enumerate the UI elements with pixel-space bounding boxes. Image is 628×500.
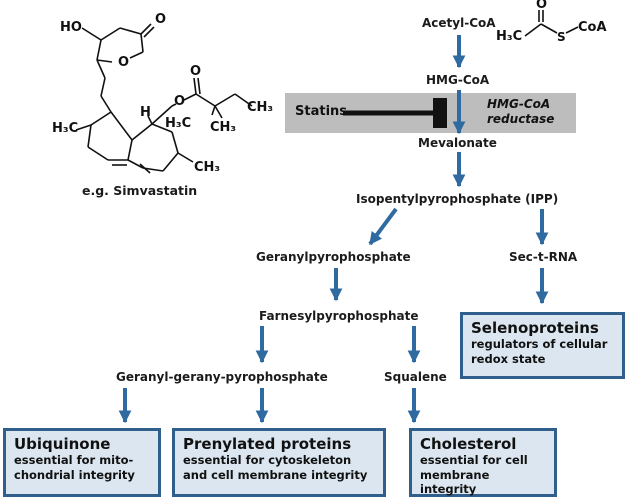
selenoproteins-title: Selenoproteins bbox=[471, 319, 599, 337]
prenylated-proteins-desc-line2: and cell membrane integrity bbox=[183, 467, 368, 482]
cholesterol-desc-line2: membrane integrity bbox=[420, 467, 490, 497]
ubiquinone-desc-line2: chondrial integrity bbox=[14, 467, 135, 482]
simvastatin-o-ketone: O bbox=[155, 12, 167, 27]
prenylated-proteins-title: Prenylated proteins bbox=[183, 435, 352, 453]
ubiquinone-title: Ubiquinone bbox=[14, 435, 111, 453]
inhibitor-block bbox=[433, 98, 447, 128]
simvastatin-caption: e.g. Simvastatin bbox=[82, 183, 198, 198]
simvastatin-ch3-mid: CH₃ bbox=[210, 120, 237, 135]
box-cholesterol: Cholesterol essential for cell membrane … bbox=[409, 428, 557, 497]
simvastatin-h3c-mid: H₃C bbox=[165, 116, 192, 131]
label-hmg-coa: HMG-CoA bbox=[426, 73, 490, 87]
box-ubiquinone: Ubiquinone essential for mito- chondrial… bbox=[3, 428, 161, 497]
label-sec-trna: Sec-t-RNA bbox=[509, 250, 578, 264]
simvastatin-ch3-top: CH₃ bbox=[247, 100, 274, 115]
simvastatin-ch3-bottom: CH₃ bbox=[194, 160, 221, 175]
cholesterol-title: Cholesterol bbox=[420, 435, 517, 453]
simvastatin-h3c-left: H₃C bbox=[52, 121, 79, 136]
acetyl-struct-coa: CoA bbox=[578, 20, 607, 35]
label-squalene: Squalene bbox=[384, 370, 447, 384]
box-selenoproteins: Selenoproteins regulators of cellular re… bbox=[460, 312, 625, 379]
selenoproteins-desc-line1: regulators of cellular bbox=[471, 337, 608, 351]
arrow-ipp-to-gpp bbox=[368, 207, 398, 246]
simvastatin-ho: HO bbox=[60, 20, 82, 35]
box-prenylated-proteins: Prenylated proteins essential for cytosk… bbox=[172, 428, 386, 497]
acetyl-struct-s: S bbox=[557, 30, 566, 44]
label-acetyl-coa: Acetyl-CoA bbox=[422, 16, 496, 30]
simvastatin-structure bbox=[75, 23, 253, 174]
label-ggpp: Geranyl-gerany-pyrophosphate bbox=[116, 370, 328, 384]
acetyl-coa-structure bbox=[524, 10, 579, 37]
selenoproteins-desc-line2: redox state bbox=[471, 351, 546, 366]
label-gpp: Geranylpyrophosphate bbox=[256, 250, 411, 264]
label-mevalonate: Mevalonate bbox=[418, 136, 497, 150]
acetyl-struct-ch3: H₃C bbox=[496, 29, 523, 44]
label-fpp: Farnesylpyrophosphate bbox=[259, 309, 419, 323]
enzyme-label-line2: reductase bbox=[487, 112, 555, 126]
simvastatin-o-ester: O bbox=[174, 94, 186, 109]
simvastatin-o-carbonyl: O bbox=[190, 64, 202, 79]
enzyme-label-line1: HMG-CoA bbox=[487, 97, 551, 111]
acetyl-struct-o: O bbox=[536, 0, 548, 12]
prenylated-proteins-desc-line1: essential for cytoskeleton bbox=[183, 453, 352, 467]
cholesterol-desc-line1: essential for cell bbox=[420, 453, 528, 467]
statins-label: Statins bbox=[295, 104, 348, 119]
statin-inhibition-bar: Statins HMG-CoA reductase bbox=[285, 93, 576, 133]
ubiquinone-desc-line1: essential for mito- bbox=[14, 453, 134, 467]
label-ipp: Isopentylpyrophosphate (IPP) bbox=[356, 192, 559, 206]
simvastatin-h: H bbox=[140, 105, 151, 120]
simvastatin-o-ring: O bbox=[118, 55, 130, 70]
